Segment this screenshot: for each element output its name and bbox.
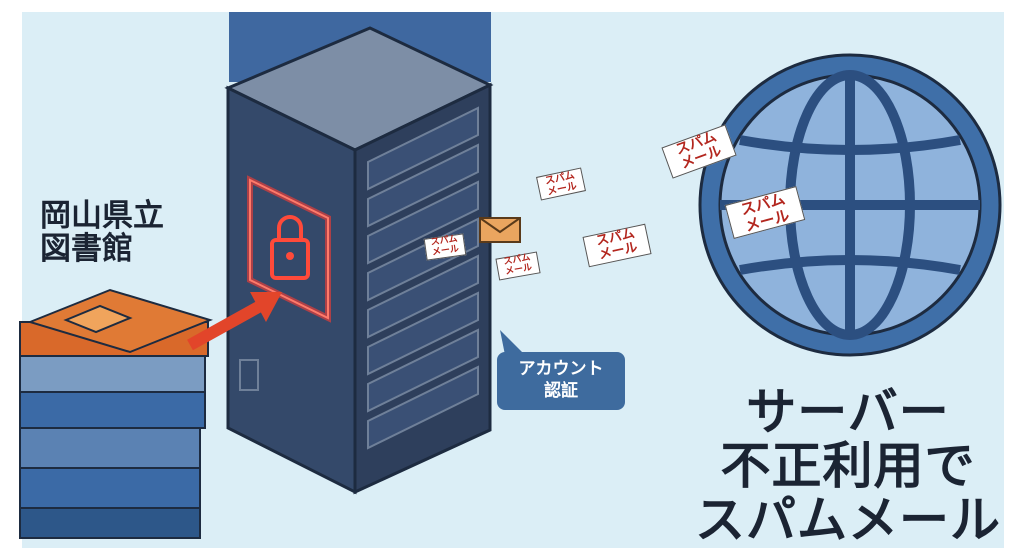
server-rack bbox=[224, 26, 494, 495]
account-auth-callout: アカウント 認証 bbox=[497, 352, 625, 410]
callout-line: アカウント bbox=[518, 359, 604, 379]
headline-line: 不正利用で bbox=[720, 437, 976, 495]
callout-tail bbox=[500, 330, 525, 355]
headline: サーバー 不正利用で スパムメール bbox=[695, 385, 1001, 547]
headline-line: スパムメール bbox=[695, 491, 1001, 549]
globe-icon bbox=[698, 53, 1002, 357]
headline-line: サーバー bbox=[746, 383, 950, 441]
library-label-line: 岡山県立 bbox=[40, 198, 164, 234]
library-label-line: 図書館 bbox=[40, 231, 133, 268]
library-label: 岡山県立 図書館 bbox=[40, 198, 164, 268]
envelope-icon bbox=[479, 217, 521, 243]
callout-line: 認証 bbox=[544, 381, 578, 401]
arrow-icon bbox=[187, 292, 282, 351]
lock-icon bbox=[247, 175, 331, 323]
book-stack-icon bbox=[19, 288, 214, 539]
